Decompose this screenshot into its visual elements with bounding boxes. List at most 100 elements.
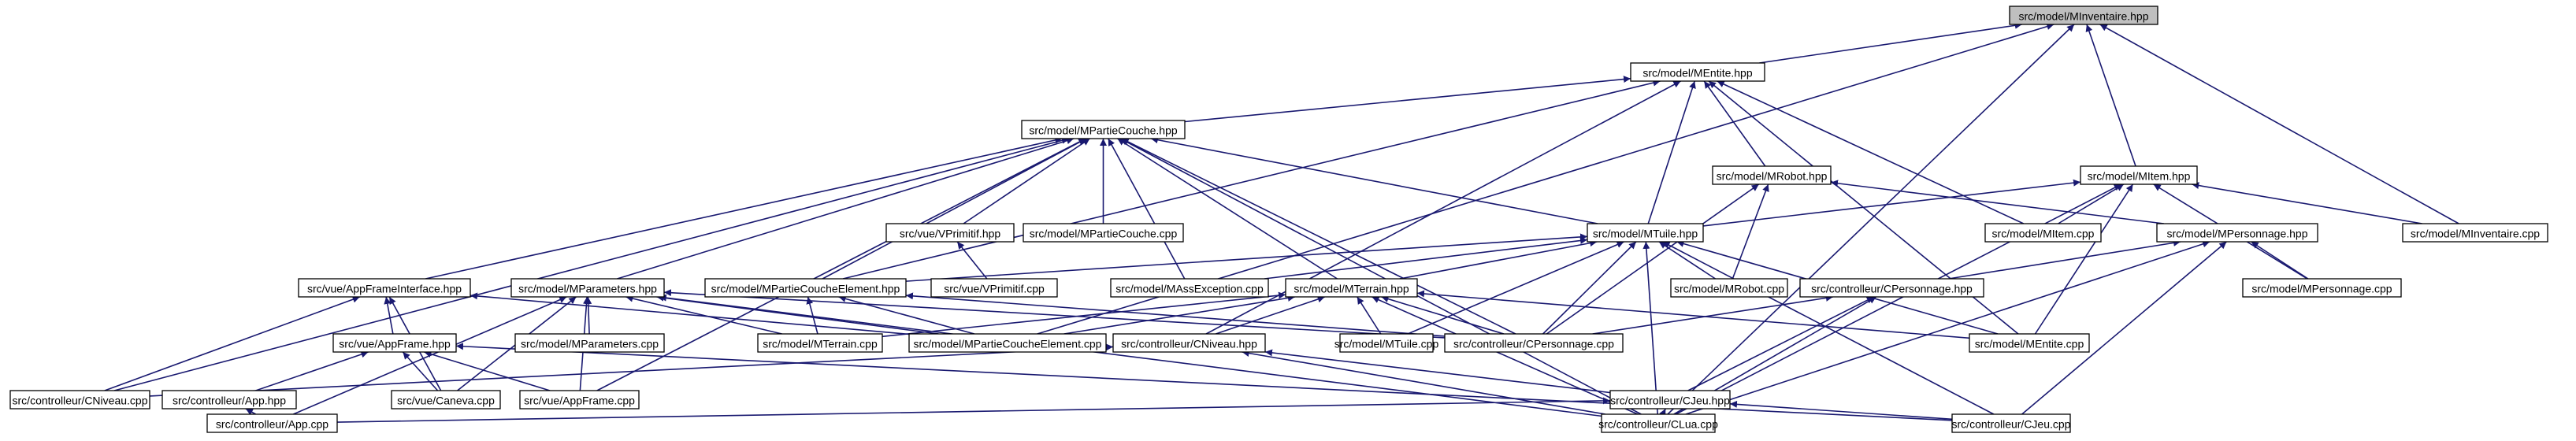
file-node-mpersonnage-hpp[interactable]: src/model/MPersonnage.hpp: [2156, 223, 2318, 243]
edge-mitem_cpp-to-mitem_hpp: [2058, 183, 2125, 224]
file-node-box[interactable]: [332, 333, 457, 353]
file-node-box[interactable]: [9, 390, 150, 410]
file-node-box[interactable]: [2156, 223, 2318, 243]
file-node-box[interactable]: [2080, 165, 2198, 185]
file-node-box[interactable]: [1285, 278, 1418, 298]
file-node-app-hpp[interactable]: src/controlleur/App.hpp: [161, 390, 297, 410]
file-node-clua-cpp[interactable]: src/controlleur/CLua.cpp: [1598, 413, 1718, 433]
file-node-box[interactable]: [704, 278, 907, 298]
file-node-box[interactable]: [514, 333, 665, 353]
file-node-cjeu-hpp[interactable]: src/controlleur/CJeu.hpp: [1609, 390, 1731, 410]
file-node-mtuile-hpp[interactable]: src/model/MTuile.hpp: [1587, 223, 1704, 243]
edge-mtuile_hpp-to-mitem_hpp: [1702, 179, 2081, 227]
edge-cjeu_cpp-to-mpersonnage_hpp: [2021, 241, 2227, 415]
file-node-appframe-hpp[interactable]: src/vue/AppFrame.hpp: [332, 333, 457, 353]
file-node-box[interactable]: [519, 390, 640, 410]
file-node-box[interactable]: [1110, 278, 1269, 298]
file-node-mpartiecoucheelement-cpp[interactable]: src/model/MPartieCoucheElement.cpp: [908, 333, 1107, 353]
file-node-mentite-cpp[interactable]: src/model/MEntite.cpp: [1969, 333, 2090, 353]
file-node-box[interactable]: [2402, 223, 2548, 243]
edge-mrobot_hpp-to-mentite_hpp: [1703, 80, 1766, 167]
file-node-box[interactable]: [1951, 413, 2071, 433]
edge-mpartiecoucheelement_hpp-to-mpartiecouche_hpp: [822, 138, 1087, 280]
file-node-mterrain-hpp[interactable]: src/model/MTerrain.hpp: [1285, 278, 1418, 298]
file-node-app-cpp[interactable]: src/controlleur/App.cpp: [206, 413, 338, 433]
file-node-box[interactable]: [510, 278, 665, 298]
file-node-cniveau-cpp[interactable]: src/controlleur/CNiveau.cpp: [9, 390, 150, 410]
edge-mpersonnage_hpp-to-mrobot_hpp: [1830, 180, 2164, 224]
file-node-mpartiecouche-hpp[interactable]: src/model/MPartieCouche.hpp: [1021, 120, 1186, 139]
file-node-box[interactable]: [391, 390, 501, 410]
edge-cjeu_hpp-to-cpersonnage_hpp: [1687, 296, 1875, 391]
file-node-box[interactable]: [298, 278, 471, 298]
file-node-box[interactable]: [1609, 390, 1731, 410]
file-node-box[interactable]: [885, 223, 1015, 243]
file-node-box[interactable]: [1630, 62, 1765, 82]
file-node-mitem-cpp[interactable]: src/model/MItem.cpp: [1984, 223, 2102, 243]
file-node-cniveau-hpp[interactable]: src/controlleur/CNiveau.hpp: [1112, 333, 1266, 353]
file-node-cpersonnage-hpp[interactable]: src/controlleur/CPersonnage.hpp: [1799, 278, 1984, 298]
file-node-appframe-cpp[interactable]: src/vue/AppFrame.cpp: [519, 390, 640, 410]
file-node-box[interactable]: [1112, 333, 1266, 353]
file-node-box[interactable]: [161, 390, 297, 410]
file-nodes: src/model/MInventaire.hpp src/model/MEnti…: [9, 6, 2548, 433]
file-node-box[interactable]: [1021, 120, 1186, 139]
file-node-label: src/vue/AppFrameInterface.hpp: [307, 283, 462, 295]
file-node-label: src/model/MPartieCouche.cpp: [1030, 228, 1178, 240]
file-node-box[interactable]: [908, 333, 1107, 353]
file-node-box[interactable]: [2009, 6, 2158, 25]
file-node-label: src/model/MTuile.cpp: [1334, 338, 1439, 350]
file-node-label: src/controlleur/CNiveau.hpp: [1121, 338, 1257, 350]
edge-cniveau_cpp-to-appframeinterface_hpp: [104, 295, 360, 391]
file-node-box[interactable]: [1587, 223, 1704, 243]
edge-vprimitif_cpp-to-vprimitif_hpp: [956, 241, 988, 280]
file-node-box[interactable]: [1712, 165, 1832, 185]
file-node-appframeinterface-hpp[interactable]: src/vue/AppFrameInterface.hpp: [298, 278, 471, 298]
file-node-mentite-hpp[interactable]: src/model/MEntite.hpp: [1630, 62, 1765, 82]
edge-mterrain_cpp-to-mpartiecoucheelement_hpp: [806, 296, 818, 335]
file-node-cjeu-cpp[interactable]: src/controlleur/CJeu.cpp: [1951, 413, 2071, 433]
file-node-caneva-cpp[interactable]: src/vue/Caneva.cpp: [391, 390, 501, 410]
file-node-mrobot-hpp[interactable]: src/model/MRobot.hpp: [1712, 165, 1832, 185]
file-node-label: src/controlleur/CJeu.cpp: [1952, 418, 2071, 431]
file-node-box[interactable]: [757, 333, 883, 353]
edge-massexception_cpp-to-mtuile_hpp: [1264, 237, 1588, 280]
edge-clua_cpp-to-mitem_hpp: [1675, 183, 2122, 415]
edge-cpersonnage_cpp-to-mtuile_hpp: [1542, 241, 1637, 335]
file-node-vprimitif-cpp[interactable]: src/vue/VPrimitif.cpp: [930, 278, 1058, 298]
file-node-mpersonnage-cpp[interactable]: src/model/MPersonnage.cpp: [2242, 278, 2402, 298]
file-node-mrobot-cpp[interactable]: src/model/MRobot.cpp: [1670, 278, 1788, 298]
file-node-vprimitif-hpp[interactable]: src/vue/VPrimitif.hpp: [885, 223, 1015, 243]
file-node-mparameters-cpp[interactable]: src/model/MParameters.cpp: [514, 333, 665, 353]
edge-cpersonnage_hpp-to-mpersonnage_hpp: [1948, 239, 2181, 280]
file-node-box[interactable]: [1023, 223, 1184, 243]
edge-cjeu_cpp-to-mtuile_hpp: [1662, 241, 1995, 415]
file-node-mparameters-hpp[interactable]: src/model/MParameters.hpp: [510, 278, 665, 298]
file-node-box[interactable]: [1969, 333, 2090, 353]
file-node-box[interactable]: [1670, 278, 1788, 298]
edge-cniveau_cpp-to-mpartiecouche_hpp: [113, 136, 1070, 391]
edge-app_cpp-to-cjeu_hpp: [336, 397, 1611, 423]
file-node-box[interactable]: [1601, 413, 1716, 433]
file-node-minventaire-hpp[interactable]: src/model/MInventaire.hpp: [2009, 6, 2158, 25]
file-node-label: src/model/MInventaire.hpp: [2019, 10, 2149, 23]
edge-cpersonnage_cpp-to-mpartiecouche_hpp: [1121, 138, 1516, 335]
file-node-box[interactable]: [1339, 333, 1434, 353]
file-node-mitem-hpp[interactable]: src/model/MItem.hpp: [2080, 165, 2198, 185]
file-node-mpartiecoucheelement-hpp[interactable]: src/model/MPartieCoucheElement.hpp: [704, 278, 907, 298]
file-node-label: src/model/MItem.cpp: [1992, 228, 2095, 240]
file-node-mpartiecouche-cpp[interactable]: src/model/MPartieCouche.cpp: [1023, 223, 1184, 243]
file-node-box[interactable]: [206, 413, 338, 433]
file-node-label: src/model/MParameters.hpp: [518, 283, 657, 295]
edge-appframe_cpp-to-appframe_hpp: [424, 350, 551, 391]
file-node-box[interactable]: [2242, 278, 2402, 298]
file-node-cpersonnage-cpp[interactable]: src/controlleur/CPersonnage.cpp: [1444, 333, 1624, 353]
file-node-massexception-cpp[interactable]: src/model/MAssException.cpp: [1110, 278, 1269, 298]
file-node-mterrain-cpp[interactable]: src/model/MTerrain.cpp: [757, 333, 883, 353]
file-node-box[interactable]: [1444, 333, 1624, 353]
file-node-minventaire-cpp[interactable]: src/model/MInventaire.cpp: [2402, 223, 2548, 243]
file-node-box[interactable]: [930, 278, 1058, 298]
file-node-mtuile-cpp[interactable]: src/model/MTuile.cpp: [1334, 333, 1439, 353]
file-node-box[interactable]: [1984, 223, 2102, 243]
file-node-box[interactable]: [1799, 278, 1984, 298]
